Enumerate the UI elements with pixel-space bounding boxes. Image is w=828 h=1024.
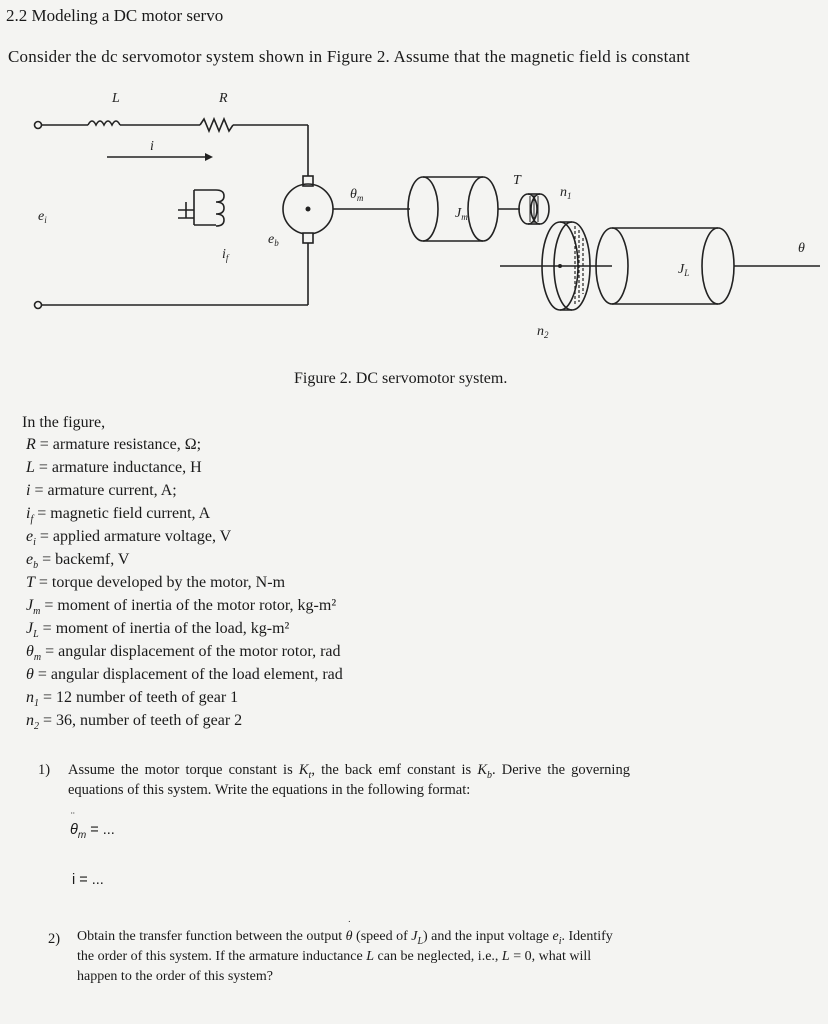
definition-text: = backemf, V — [38, 551, 130, 568]
definition-subscript: m — [33, 652, 42, 664]
definition-symbol: e — [26, 528, 34, 545]
definition-row: θm = angular displacement of the motor r… — [26, 643, 341, 663]
definition-text: = armature resistance, Ω; — [35, 436, 202, 453]
definition-subscript: b — [33, 560, 39, 572]
bottom-terminal — [33, 300, 43, 310]
motor-rotor-cylinder — [407, 176, 439, 242]
definition-symbol: i — [26, 505, 31, 522]
definition-symbol: n — [26, 712, 34, 729]
definition-subscript: 1 — [34, 698, 39, 710]
label-if: if — [222, 247, 230, 263]
field-winding — [194, 189, 225, 227]
label-theta: θ — [798, 241, 805, 256]
definition-text: = armature current, A; — [30, 482, 177, 499]
figure-caption: Figure 2. DC servomotor system. — [294, 370, 508, 387]
label-JL: JL — [678, 262, 689, 278]
dc-servomotor-diagram: L R i ei if eb θm Jm T n1 n2 JL θ — [33, 91, 820, 340]
q1-number: 1) — [38, 762, 51, 778]
definition-row: R = armature resistance, Ω; — [26, 436, 201, 456]
definition-text: = moment of inertia of the motor rotor, … — [40, 597, 337, 614]
definitions-header: In the figure, — [22, 414, 106, 431]
definition-symbol: J — [26, 597, 34, 614]
q1-line2: equations of this system. Write the equa… — [68, 782, 471, 798]
definition-text: = armature inductance, H — [34, 459, 202, 476]
label-R: R — [218, 91, 228, 106]
definition-symbol: θ — [26, 666, 34, 683]
definition-text: = 12 number of teeth of gear 1 — [39, 689, 239, 706]
definition-row: Jm = moment of inertia of the motor roto… — [26, 597, 336, 617]
definition-subscript: f — [30, 514, 34, 526]
definition-row: n2 = 36, number of teeth of gear 2 — [26, 712, 242, 732]
definition-text: = moment of inertia of the load, kg-m² — [38, 620, 290, 637]
definition-subscript: L — [33, 629, 39, 641]
definition-symbol: e — [26, 551, 34, 568]
q2-line1: Obtain the transfer function between the… — [77, 920, 613, 947]
definition-row: if = magnetic field current, A — [26, 505, 210, 525]
label-eb: eb — [268, 232, 279, 248]
definition-row: eb = backemf, V — [26, 551, 129, 571]
label-n2: n2 — [537, 324, 549, 340]
definition-row: JL = moment of inertia of the load, kg-m… — [26, 620, 289, 640]
label-T: T — [513, 173, 522, 188]
label-ei: ei — [38, 209, 47, 225]
definition-subscript: m — [33, 606, 41, 618]
definition-symbol: R — [26, 436, 36, 453]
equation-theta-m: θ¨m = ... — [70, 811, 115, 841]
top-terminal — [33, 120, 43, 130]
definition-row: ei = applied armature voltage, V — [26, 528, 231, 548]
intro-text: Consider the dc servomotor system shown … — [8, 47, 690, 66]
label-i: i — [150, 139, 154, 154]
q2-number: 2) — [48, 931, 61, 947]
definition-row: n1 = 12 number of teeth of gear 1 — [26, 689, 238, 709]
definition-symbol: θ — [26, 643, 34, 660]
section-title: 2.2 Modeling a DC motor servo — [6, 6, 224, 25]
label-L: L — [111, 91, 120, 106]
definition-subscript: 2 — [34, 721, 39, 733]
definition-row: θ = angular displacement of the load ele… — [26, 666, 343, 686]
q1-line1: Assume the motor torque constant is Kt, … — [68, 762, 630, 781]
resistor-symbol — [199, 116, 234, 134]
definition-text: = magnetic field current, A — [33, 505, 211, 522]
definition-subscript: i — [33, 537, 36, 549]
label-theta-m: θm — [350, 187, 364, 203]
definition-text: = angular displacement of the motor roto… — [41, 643, 341, 660]
definition-symbol: L — [26, 459, 35, 476]
q2-line2: the order of this system. If the armatur… — [77, 949, 592, 964]
definition-text: = torque developed by the motor, N-m — [34, 574, 286, 591]
definition-row: T = torque developed by the motor, N-m — [26, 574, 285, 594]
definition-symbol: T — [26, 574, 35, 591]
definition-text: = angular displacement of the load eleme… — [33, 666, 343, 683]
q2-line3: happen to the order of this system? — [77, 969, 273, 984]
label-Jm: Jm — [455, 206, 468, 222]
definition-row: i = armature current, A; — [26, 482, 177, 502]
definition-text: = applied armature voltage, V — [35, 528, 232, 545]
definition-text: = 36, number of teeth of gear 2 — [39, 712, 243, 729]
inductor-symbol — [87, 120, 121, 127]
definition-symbol: n — [26, 689, 34, 706]
definition-symbol: J — [26, 620, 34, 637]
definition-symbol: i — [26, 482, 31, 499]
equation-i: i = ... — [72, 872, 104, 888]
definition-row: L = armature inductance, H — [26, 459, 202, 479]
label-n1: n1 — [560, 185, 572, 201]
